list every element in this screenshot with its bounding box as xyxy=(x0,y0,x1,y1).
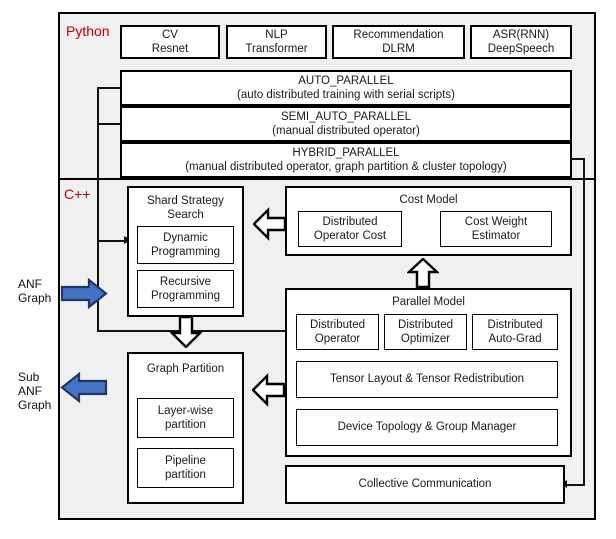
cpp-section-label: C++ xyxy=(64,186,91,202)
graph-partition-title: Graph Partition xyxy=(146,363,225,375)
hollow-left-arrow-cost-to-shard xyxy=(253,207,286,241)
connector-semi-auto-parallel-stub xyxy=(97,123,121,125)
connector-bus-to-distributed-operator xyxy=(97,330,295,332)
parallel-mode-semi-auto-label: SEMI_AUTO_PARALLEL(manual distributed op… xyxy=(272,110,420,137)
parallel-model-item-distributed-operator[interactable]: Distributed Operator xyxy=(296,314,379,350)
connector-hybrid-to-collective xyxy=(566,484,585,486)
cost-model-item-distributed-operator-cost[interactable]: Distributed Operator Cost xyxy=(298,211,402,247)
connector-hybrid-vertical xyxy=(583,158,585,485)
shard-strategy-item-dynamic-programming[interactable]: Dynamic Programming xyxy=(137,226,234,264)
graph-partition-item-layer-wise-label: Layer-wise partition xyxy=(157,404,214,431)
graph-partition-item-pipeline-label: Pipeline partition xyxy=(165,454,206,481)
model-box-asr-label: ASR(RNN)DeepSpeech xyxy=(487,28,555,55)
hollow-up-arrow-parallel-to-cost xyxy=(407,258,439,288)
cost-model-title: Cost Model xyxy=(399,194,458,206)
cost-model-item-distributed-operator-cost-label: Distributed Operator Cost xyxy=(313,215,387,242)
parallel-mode-semi-auto[interactable]: SEMI_AUTO_PARALLEL(manual distributed op… xyxy=(120,106,572,142)
parallel-model-item-device-topology-label: Device Topology & Group Manager xyxy=(337,421,517,434)
python-section-label: Python xyxy=(66,23,110,39)
output-label-sub-anf-graph: Sub ANF Graph xyxy=(18,370,52,413)
shard-strategy-item-dynamic-programming-label: Dynamic Programming xyxy=(150,231,221,258)
shard-strategy-item-recursive-programming-label: Recursive Programming xyxy=(150,275,221,302)
parallel-model-item-distributed-operator-label: Distributed Operator xyxy=(310,318,365,345)
cost-model-item-cost-weight-estimator[interactable]: Cost Weight Estimator xyxy=(440,211,552,247)
connector-hybrid-stub xyxy=(571,158,585,160)
model-box-asr[interactable]: ASR(RNN)DeepSpeech xyxy=(470,25,572,59)
graph-partition-item-layer-wise[interactable]: Layer-wise partition xyxy=(137,398,234,438)
parallel-model-item-device-topology[interactable]: Device Topology & Group Manager xyxy=(296,409,558,446)
parallel-mode-hybrid[interactable]: HYBRID_PARALLEL(manual distributed opera… xyxy=(120,142,572,178)
parallel-model-item-tensor-layout[interactable]: Tensor Layout & Tensor Redistribution xyxy=(296,361,558,398)
connector-auto-parallel-stub xyxy=(97,87,121,89)
parallel-mode-hybrid-label: HYBRID_PARALLEL(manual distributed opera… xyxy=(185,146,507,173)
cost-model-item-cost-weight-estimator-label: Cost Weight Estimator xyxy=(464,215,528,242)
parallel-model-item-distributed-optimizer-label: Distributed Optimizer xyxy=(398,318,453,345)
shard-strategy-search-title: Shard Strategy Search xyxy=(147,195,224,222)
parallel-model-item-distributed-auto-grad-label: Distributed Auto-Grad xyxy=(487,318,543,345)
collective-communication-box[interactable]: Collective Communication xyxy=(285,465,565,504)
blue-right-arrow-input xyxy=(60,278,108,309)
input-label-anf-graph: ANF Graph xyxy=(18,277,52,306)
parallel-model-item-distributed-optimizer[interactable]: Distributed Optimizer xyxy=(384,314,467,350)
connector-vertical-bus xyxy=(97,87,99,332)
shard-strategy-item-recursive-programming[interactable]: Recursive Programming xyxy=(137,270,234,308)
parallel-model-item-tensor-layout-label: Tensor Layout & Tensor Redistribution xyxy=(329,373,525,386)
hollow-down-arrow-shard-to-partition xyxy=(170,316,202,348)
parallel-mode-auto[interactable]: AUTO_PARALLEL(auto distributed training … xyxy=(120,70,572,106)
graph-partition-item-pipeline[interactable]: Pipeline partition xyxy=(137,448,234,488)
collective-communication-label: Collective Communication xyxy=(358,478,492,491)
parallel-model-title: Parallel Model xyxy=(392,296,465,308)
hollow-left-arrow-parallel-to-partition xyxy=(252,373,285,407)
connector-bus-to-shard-strategy xyxy=(97,240,127,242)
blue-left-arrow-output xyxy=(58,372,108,403)
parallel-mode-auto-label: AUTO_PARALLEL(auto distributed training … xyxy=(237,74,455,101)
parallel-model-item-distributed-auto-grad[interactable]: Distributed Auto-Grad xyxy=(472,314,558,350)
